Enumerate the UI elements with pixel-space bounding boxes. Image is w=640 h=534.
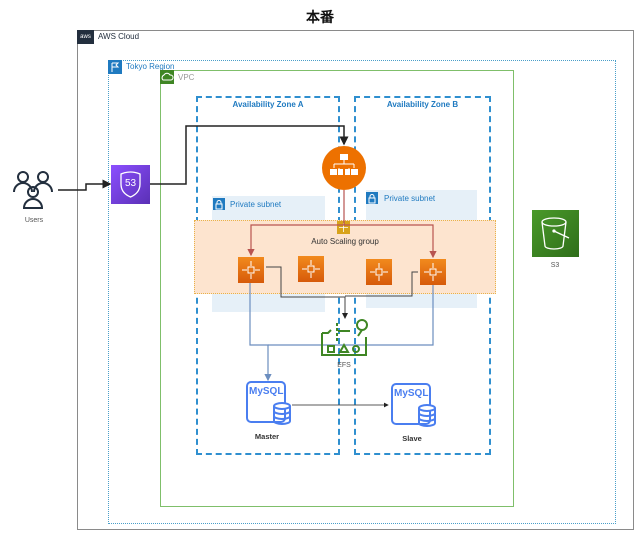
slave-label: Slave xyxy=(402,434,422,443)
edge-route53-alb xyxy=(150,125,349,185)
ec2-instance-icon xyxy=(366,259,392,285)
route53-icon: 53 xyxy=(111,165,150,204)
region-group xyxy=(108,60,616,524)
ec2-instance-icon xyxy=(420,259,446,285)
region-label: Tokyo Region xyxy=(126,62,175,71)
vpc-group xyxy=(160,70,514,507)
ec2-instance-icon xyxy=(238,257,264,283)
mysql-text: MySQL xyxy=(394,388,429,399)
master-label: Master xyxy=(254,432,280,441)
az-b-label: Availability Zone B xyxy=(386,100,459,109)
lock-icon xyxy=(366,192,378,204)
ec2-instance-icon xyxy=(298,256,324,282)
edge-alb-ec2-1 xyxy=(247,190,345,257)
page-title: 本番 xyxy=(306,10,334,26)
s3-label: S3 xyxy=(550,262,560,269)
edge-ec2-4-efs xyxy=(345,271,418,297)
region-flag-icon xyxy=(108,60,122,74)
mysql-master-icon: MySQL xyxy=(245,380,293,428)
load-balancer-icon xyxy=(322,146,366,190)
edge-ec2-efs xyxy=(266,266,348,319)
edge-users-route53 xyxy=(58,179,112,191)
edge-alb-ec2-4 xyxy=(344,224,437,259)
aws-cloud-group xyxy=(77,30,634,530)
route53-text: 53 xyxy=(124,178,137,189)
vpc-cloud-icon xyxy=(160,70,174,84)
efs-icon xyxy=(320,315,370,360)
vpc-label: VPC xyxy=(178,73,195,82)
users-label: Users xyxy=(24,217,44,224)
aws-logo-icon: aws xyxy=(77,30,94,44)
mysql-text: MySQL xyxy=(249,386,284,397)
asg-label: Auto Scaling group xyxy=(311,237,379,246)
efs-label: EFS xyxy=(337,362,351,369)
az-a-label: Availability Zone A xyxy=(232,100,304,109)
lock-icon xyxy=(213,198,225,210)
edge-ec2-master xyxy=(249,283,272,382)
users-icon xyxy=(12,168,60,212)
subnet-b-label: Private subnet xyxy=(384,194,436,203)
mysql-slave-icon: MySQL xyxy=(390,382,438,430)
subnet-a-label: Private subnet xyxy=(230,200,282,209)
aws-cloud-label: AWS Cloud xyxy=(98,32,140,41)
s3-bucket-icon xyxy=(532,210,579,257)
